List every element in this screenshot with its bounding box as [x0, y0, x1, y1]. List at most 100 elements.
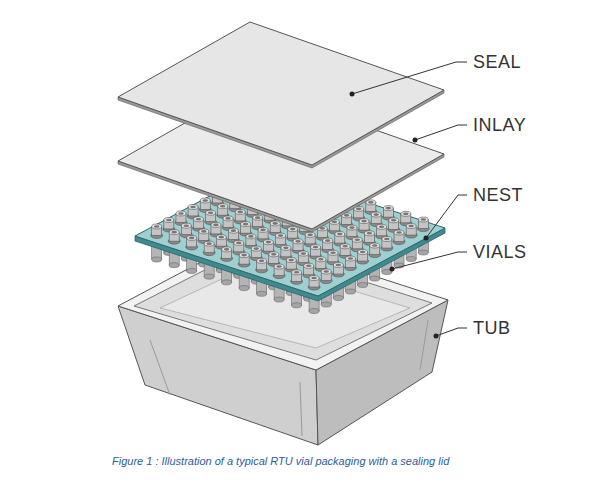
- vial-mouth: [269, 252, 279, 257]
- vial-opening: [386, 207, 392, 210]
- vial-opening: [224, 248, 230, 251]
- vial-opening: [367, 232, 373, 235]
- vial-opening: [391, 219, 397, 222]
- vial-opening: [318, 258, 324, 261]
- vial-mouth: [293, 239, 303, 244]
- vial-opening: [271, 253, 277, 256]
- vial-top: [151, 224, 163, 239]
- vial-opening: [368, 201, 374, 204]
- vial-opening: [349, 226, 355, 229]
- part-label: NEST: [473, 184, 523, 206]
- leader-dot: [424, 236, 429, 241]
- leader-dot: [350, 92, 355, 97]
- vial-opening: [288, 259, 294, 262]
- vial-opening: [336, 264, 342, 267]
- vial-mouth: [241, 222, 251, 227]
- vial-opening: [337, 233, 343, 236]
- vial-opening: [259, 260, 265, 263]
- part-label: TUB: [473, 317, 511, 339]
- vial-mouth: [288, 227, 298, 232]
- vial-mouth: [382, 237, 392, 242]
- vial-top: [344, 256, 356, 271]
- vial-mouth: [383, 206, 393, 211]
- vial-opening: [325, 239, 331, 242]
- vial-top: [405, 224, 417, 239]
- vial-bottom: [418, 250, 428, 255]
- vial-opening: [166, 219, 172, 222]
- vial-opening: [356, 208, 362, 211]
- vial-mouth: [406, 224, 416, 229]
- vial-mouth: [246, 234, 256, 239]
- vial-mouth: [234, 240, 244, 245]
- vial-mouth: [340, 244, 350, 249]
- vial-mouth: [257, 258, 267, 263]
- vial-mouth: [352, 237, 362, 242]
- vial-bottom: [274, 297, 284, 302]
- vial-opening: [241, 254, 247, 257]
- leader-dots: [350, 92, 439, 339]
- part-label: SEAL: [473, 51, 521, 73]
- vial-opening: [189, 237, 195, 240]
- vial-opening: [294, 271, 300, 274]
- vial-opening: [307, 234, 313, 237]
- vial-top: [332, 263, 344, 278]
- vial-mouth: [188, 204, 198, 209]
- vial-top: [238, 253, 250, 267]
- vial-bottom: [406, 257, 416, 262]
- leader-lines: [352, 62, 467, 336]
- vial-opening: [206, 242, 212, 245]
- vial-mouth: [223, 216, 233, 221]
- vial-opening: [306, 265, 312, 268]
- vial-opening: [408, 225, 414, 228]
- vial-top: [320, 269, 332, 284]
- tub-rib: [150, 340, 170, 395]
- vial-opening: [348, 257, 354, 260]
- vial-opening: [154, 225, 160, 228]
- vial-opening: [332, 221, 338, 224]
- vial-mouth: [169, 230, 179, 235]
- vial-mouth: [323, 238, 333, 243]
- vial-opening: [295, 240, 301, 243]
- vial-opening: [372, 244, 378, 247]
- vial-mouth: [370, 243, 380, 248]
- vial-mouth: [164, 217, 174, 222]
- vial-mouth: [200, 198, 210, 203]
- seal-drawing: [118, 22, 444, 168]
- leader-line: [426, 195, 467, 238]
- vial-bottom: [345, 289, 355, 294]
- vial-opening: [243, 223, 249, 226]
- vial-mouth: [228, 228, 238, 233]
- vial-bottom: [292, 303, 302, 308]
- vial-mouth: [401, 211, 411, 216]
- vial-top: [357, 250, 369, 265]
- vial-mouth: [286, 258, 296, 263]
- vial-bottom: [309, 309, 319, 314]
- vial-mouth: [235, 209, 245, 214]
- vial-mouth: [239, 253, 249, 258]
- vial-top: [186, 235, 198, 250]
- vial-mouth: [181, 223, 191, 228]
- leader-line: [352, 62, 467, 94]
- vial-opening: [208, 211, 214, 214]
- vial-mouth: [253, 215, 263, 220]
- part-label: INLAY: [473, 114, 526, 136]
- vial-top: [273, 264, 285, 279]
- figure-caption: Figure 1 : Illustration of a typical RTU…: [112, 454, 449, 468]
- vial-top: [369, 243, 381, 258]
- vial-top: [203, 241, 215, 256]
- vial-mouth: [321, 269, 331, 274]
- vial-opening: [272, 222, 278, 225]
- leader-line: [436, 328, 467, 336]
- vial-top: [381, 237, 393, 252]
- vial-mouth: [358, 250, 368, 255]
- vial-mouth: [152, 224, 162, 229]
- vial-opening: [344, 214, 350, 217]
- part-label: VIALS: [473, 241, 527, 263]
- vial-bottom: [152, 257, 162, 262]
- vial-opening: [220, 205, 226, 208]
- vial-opening: [313, 246, 319, 249]
- vial-mouth: [176, 211, 186, 216]
- vial-opening: [379, 226, 385, 229]
- leader-line: [415, 125, 467, 140]
